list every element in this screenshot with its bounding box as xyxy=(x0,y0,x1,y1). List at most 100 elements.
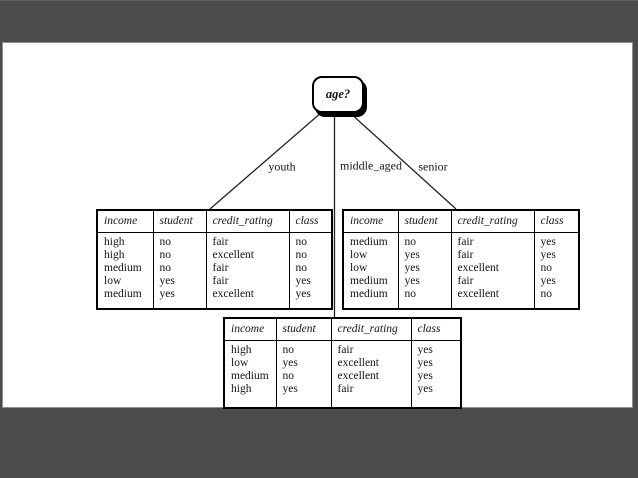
table-cell: excellent xyxy=(330,357,411,370)
table-cell: fair xyxy=(450,232,534,249)
table-cell: high xyxy=(104,236,125,248)
column-header-credit-rating: credit_rating xyxy=(205,210,289,233)
table-cell: no xyxy=(397,232,451,249)
slide: age? youth middle_aged senior income stu… xyxy=(2,42,633,409)
table-cell: no xyxy=(533,262,579,275)
table-cell: medium xyxy=(104,288,142,300)
table-cell: yes xyxy=(397,262,451,275)
partition-table-youth: income student credit_rating class high n… xyxy=(96,209,333,310)
tree-edge-youth xyxy=(209,111,323,210)
table-cell: yes xyxy=(533,232,579,249)
table-cell: medium xyxy=(350,236,388,248)
table-cell: medium xyxy=(350,275,388,287)
decision-node-age: age? xyxy=(312,76,364,113)
table-cell: medium xyxy=(231,370,269,382)
column-header-class: class xyxy=(533,210,579,233)
branch-label-youth: youth xyxy=(268,159,296,174)
table-cell: no xyxy=(533,288,579,309)
table-cell: yes xyxy=(152,275,206,288)
table-header-row: income student credit_rating class xyxy=(97,210,332,233)
table-cell: high xyxy=(231,383,252,395)
table-cell: fair xyxy=(205,275,289,288)
table-cell: high xyxy=(231,344,252,356)
table-cell: excellent xyxy=(450,262,534,275)
table-cell: low xyxy=(104,275,122,287)
table-header-row: income student credit_rating class xyxy=(224,318,461,341)
table-cell: yes xyxy=(288,288,332,309)
table-cell: low xyxy=(231,357,249,369)
branch-label-senior: senior xyxy=(418,159,448,174)
table-cell: no xyxy=(152,262,206,275)
table-cell: no xyxy=(152,232,206,249)
partition-table-senior: income student credit_rating class mediu… xyxy=(342,209,580,310)
table-cell: medium xyxy=(350,288,388,300)
table-cell: no xyxy=(288,262,332,275)
table-cell: medium xyxy=(104,262,142,274)
column-header-class: class xyxy=(410,318,461,341)
column-header-income: income xyxy=(343,210,398,233)
table-cell: excellent xyxy=(450,288,534,309)
table-cell: yes xyxy=(288,275,332,288)
decision-node-label: age? xyxy=(325,87,351,101)
table-cell: yes xyxy=(533,249,579,262)
column-header-credit-rating: credit_rating xyxy=(330,318,411,341)
table-cell: yes xyxy=(410,340,461,357)
column-header-student: student xyxy=(275,318,331,341)
column-header-student: student xyxy=(397,210,451,233)
table-cell: no xyxy=(275,340,331,357)
table-cell: yes xyxy=(152,288,206,309)
table-cell: high xyxy=(104,249,125,261)
column-header-income: income xyxy=(224,318,276,341)
table-cell: yes xyxy=(275,357,331,370)
branch-label-middle-aged: middle_aged xyxy=(340,158,402,173)
tree-edges xyxy=(209,111,457,317)
table-header-row: income student credit_rating class xyxy=(343,210,579,233)
column-header-credit-rating: credit_rating xyxy=(450,210,534,233)
table-cell: yes xyxy=(410,383,461,408)
table-cell: no xyxy=(288,232,332,249)
table-cell: no xyxy=(152,249,206,262)
table-cell: excellent xyxy=(330,370,411,383)
table-cell: no xyxy=(288,249,332,262)
partition-table-middle-aged: income student credit_rating class high n… xyxy=(223,317,462,409)
table-cell: yes xyxy=(397,249,451,262)
backdrop-top-highlight xyxy=(0,0,638,1)
table-cell: excellent xyxy=(205,288,289,309)
table-cell: excellent xyxy=(205,249,289,262)
table-cell: fair xyxy=(450,249,534,262)
table-cell: fair xyxy=(330,340,411,357)
tree-edge-senior xyxy=(348,111,457,210)
table-cell: low xyxy=(350,262,368,274)
table-cell: fair xyxy=(330,383,411,408)
column-header-income: income xyxy=(97,210,153,233)
table-cell: yes xyxy=(410,370,461,383)
table-cell: fair xyxy=(450,275,534,288)
table-cell: yes xyxy=(410,357,461,370)
table-cell: no xyxy=(275,370,331,383)
table-cell: yes xyxy=(533,275,579,288)
table-cell: yes xyxy=(397,275,451,288)
table-cell: yes xyxy=(275,383,331,408)
column-header-student: student xyxy=(152,210,206,233)
table-cell: no xyxy=(397,288,451,309)
table-cell: fair xyxy=(205,232,289,249)
table-cell: fair xyxy=(205,262,289,275)
